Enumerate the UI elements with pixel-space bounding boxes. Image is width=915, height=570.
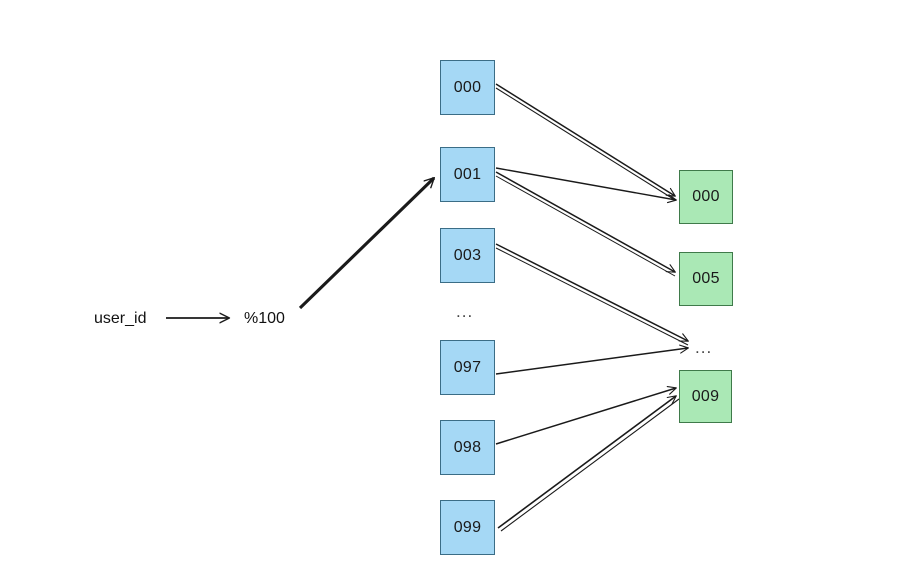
edge-shard-001-to-node-005-shadow [495, 175, 676, 277]
node-box-000[interactable]: 000 [679, 170, 733, 224]
edge-shard-003-to-node-ellipsis-shadow [495, 247, 689, 346]
shard-box-000[interactable]: 000 [440, 60, 495, 115]
edge-shard-099-to-node-009-shadow [500, 398, 680, 532]
edge-shard-097-to-node-ellipsis [495, 344, 689, 375]
edge-shard-001-to-node-000 [495, 167, 677, 204]
shard-box-001[interactable]: 001 [440, 147, 495, 202]
target-column-ellipsis: ... [695, 338, 713, 357]
modulo-operation-label: %100 [244, 310, 285, 327]
edge-shard-098-to-node-009 [495, 385, 677, 445]
shard-box-098[interactable]: 098 [440, 420, 495, 475]
edge-shard-001-to-node-005 [495, 171, 676, 273]
edge-shard-000-to-node-000 [495, 83, 676, 197]
node-box-009[interactable]: 009 [679, 370, 732, 423]
node-box-005[interactable]: 005 [679, 252, 733, 306]
edge-shard-000-to-node-000-shadow [495, 87, 676, 201]
edge-shard-099-to-node-009 [497, 395, 677, 529]
shard-box-003[interactable]: 003 [440, 228, 495, 283]
edge-mod-to-shard-001 [298, 176, 436, 310]
edge-shard-003-to-node-ellipsis [495, 243, 689, 342]
input-label: user_id [94, 310, 147, 327]
shard-box-097[interactable]: 097 [440, 340, 495, 395]
shard-column-ellipsis: ... [456, 302, 474, 321]
shard-box-099[interactable]: 099 [440, 500, 495, 555]
